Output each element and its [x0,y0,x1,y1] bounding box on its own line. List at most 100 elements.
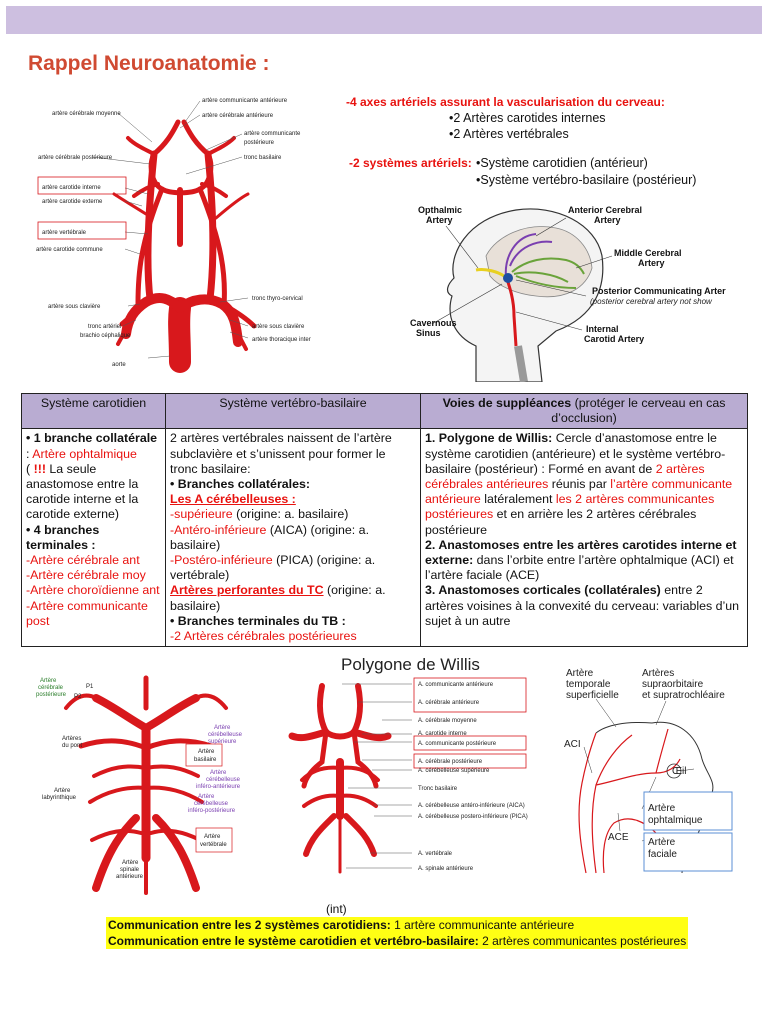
label: Œil [672,766,686,777]
arterial-tree-figure: artère communicante antérieure artère cé… [36,98,311,373]
label: Artère [210,770,227,776]
label: Artères [642,668,674,679]
label: cérébelleuse [208,732,243,738]
willis-label: A. communicante antérieure [418,682,494,688]
label: postérieure [244,140,275,146]
comparison-table: Système carotidien Système vertébro-basi… [21,392,748,648]
label: Artery [426,215,453,225]
label: aorte [112,362,126,368]
highlight-box [413,735,527,751]
willis-label: A. cérébrale antérieure [418,700,480,706]
label: Artère [648,803,676,814]
willis-label: A. carotide interne [418,731,467,737]
label: artère cérébrale postérieure [38,155,113,161]
willis-label: A. cérébelleuse supérieure [418,768,490,774]
summary-box: Communication entre les 2 systèmes carot… [106,917,688,949]
willis-label: A. cérébrale postérieure [418,759,483,765]
label: ophtalmique [648,815,703,826]
head-arteries-figure: Opthalmic Artery Anterior Cerebral Arter… [410,205,726,382]
label: (posterior cerebral artery not show [590,297,713,306]
label: cérébelleuse [194,801,229,807]
highlight-box [185,743,223,767]
top-banner [6,6,762,34]
page-title: Rappel Neuroanatomie : [28,52,270,75]
label: Anterior Cerebral [568,205,642,215]
label: P1 [86,684,94,690]
label: Carotid Artery [584,334,644,344]
label: artère communicante [244,131,301,137]
label: artère cérébrale moyenne [52,111,121,117]
summary-line: Communication entre le système carotidie… [108,934,687,948]
label: spinale [120,867,140,873]
label: Artère [204,834,221,840]
label: Cavernous [410,318,457,328]
label: supérieure [208,739,237,745]
cell-vertebro: 2 artères vertébrales naissent de l’artè… [165,428,421,648]
systems-item: •Système vertébro-basilaire (postérieur) [476,173,697,187]
int-note: (int) [326,902,347,916]
label: labyrinthique [42,795,77,801]
label: artère vertébrale [42,230,87,236]
willis-label: Tronc basilaire [418,786,458,792]
systems-heading: -2 systèmes artériels: [349,156,472,170]
willis-title: Polygone de Willis [341,655,480,674]
label: temporale [566,679,611,690]
label: Artère [54,788,71,794]
label: Artère [122,860,139,866]
label: tronc artériel [88,324,121,330]
label: Artère [566,668,594,679]
label: basilaire [194,757,217,763]
header-vertebro: Système vertébro-basilaire [165,392,421,430]
label: artère sous clavière [252,324,305,330]
label: P2 [74,694,82,700]
label: Artères [62,736,81,742]
label: Middle Cerebral [614,248,682,258]
label: Artère [198,749,215,755]
label: du pont [62,743,82,749]
label: Artery [638,258,665,268]
cell-suppleance: 1. Polygone de Willis: Cercle d’anastomo… [420,428,748,648]
highlight-box [643,791,733,831]
highlight-box [643,832,733,872]
willis-label: A. cérébrale moyenne [418,718,477,724]
label: et supratrochléaire [642,690,725,701]
label: faciale [648,849,677,860]
label: supraorbitaire [642,679,704,690]
willis-label: A. cérébelleuse postero-inférieure (PICA… [418,814,528,820]
label: cérébrale [38,685,64,691]
label: brachio céphalique [80,333,131,339]
label: artère sous clavière [48,304,101,310]
highlight-box [37,176,127,195]
systems-item: •Système carotidien (antérieur) [476,156,648,170]
label: vertébrale [200,842,227,848]
header-suppleance: Voies de suppléances (protéger le cervea… [420,392,748,430]
axes-item: •2 Artères vertébrales [449,127,569,141]
label: ACE [608,832,629,843]
label: inféro-postérieure [188,808,236,814]
label: tronc basilaire [244,155,282,161]
label: artère cérébrale antérieure [202,113,274,119]
label: Artère [648,837,676,848]
label: Opthalmic [418,205,462,215]
label: ACI [564,739,581,750]
label: cérébelleuse [206,777,241,783]
label: inféro-antérieure [196,784,241,790]
axes-item: •2 Artères carotides internes [449,111,606,125]
willis-figure: A. communicante antérieure A. cérébrale … [288,677,528,874]
label: Artère [214,725,231,731]
willis-label: A. cérébelleuse antéro-inférieure (AICA) [418,803,525,809]
label: Artery [594,215,621,225]
label: Internal [586,324,619,334]
highlight-box [413,677,527,713]
label: Artère [40,678,57,684]
label: Sinus [416,328,441,338]
label: artère carotide interne [42,185,101,191]
highlight-box [195,827,233,853]
label: artère communicante antérieure [202,98,288,104]
basilar-figure: Artère cérébrale postérieure P1 P2 Artèr… [36,675,243,895]
willis-label: A. communicante postérieure [418,741,497,747]
label: artère carotide commune [36,247,103,253]
header-carotid: Système carotidien [21,392,166,430]
label: artère thoracique inter [252,337,311,343]
cell-carotid: • 1 branche collatérale : Artère ophtalm… [21,428,166,648]
